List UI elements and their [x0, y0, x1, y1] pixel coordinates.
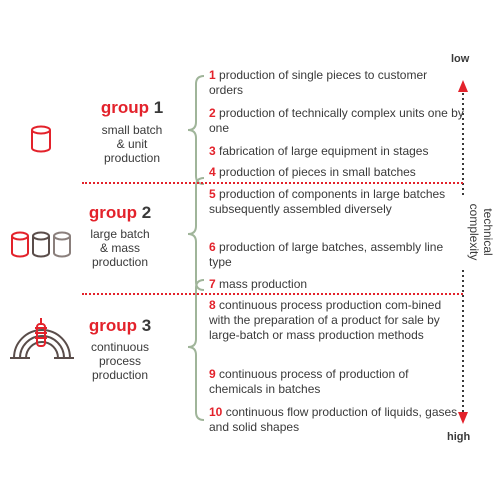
group-2-desc: large batch & mass production	[90, 227, 150, 269]
group-1-label: group	[100, 98, 149, 117]
separator-1-2	[82, 182, 463, 184]
item-text: mass production	[215, 277, 308, 291]
item-number: 8	[209, 298, 216, 312]
list-item-8: 8 continuous process production com-bine…	[209, 298, 464, 343]
group-2: group 2 large batch & mass production	[70, 203, 170, 269]
pipe-icon	[10, 318, 74, 359]
group-2-title: group 2	[70, 203, 170, 223]
brace-group-2	[187, 177, 205, 291]
list-item-9: 9 continuous process of production of ch…	[209, 367, 464, 397]
item-text: fabrication of large equipment in stages	[215, 144, 429, 158]
arrow-down-icon	[458, 412, 468, 424]
list-item-10: 10 continuous flow production of liquids…	[209, 405, 464, 435]
group-3-title: group 3	[70, 316, 170, 336]
item-number: 10	[209, 405, 223, 419]
brace-group-1	[187, 75, 205, 185]
axis-high-label: high	[447, 431, 471, 443]
item-text: production of components in large batche…	[209, 187, 446, 216]
cylinder-icon	[31, 125, 51, 153]
group-1-number: 1	[153, 98, 164, 117]
item-number: 9	[209, 367, 216, 381]
item-text: production of large batches, assembly li…	[209, 240, 444, 269]
group-2-label: group	[88, 203, 137, 222]
item-number: 6	[209, 240, 216, 254]
axis-title: technical complexity	[467, 203, 495, 261]
separator-2-3	[82, 293, 463, 295]
list-item-3: 3 fabrication of large equipment in stag…	[209, 144, 464, 159]
item-text: continuous process production com-bined …	[209, 298, 442, 342]
list-item-2: 2 production of technically complex unit…	[209, 106, 464, 136]
item-text: production of pieces in small batches	[215, 165, 416, 179]
brace-group-3	[187, 279, 205, 421]
group-1: group 1 small batch & unit production	[82, 98, 182, 165]
group-1-desc: small batch & unit production	[101, 123, 163, 165]
item-number: 2	[209, 106, 216, 120]
item-text: continuous process of production of chem…	[209, 367, 409, 396]
group-3-desc: continuous process production	[90, 340, 150, 382]
item-number: 4	[209, 165, 216, 179]
cylinders-icon	[11, 231, 71, 258]
list-item-7: 7 mass production	[209, 277, 464, 292]
item-number: 3	[209, 144, 216, 158]
group-3-number: 3	[141, 316, 152, 335]
list-item-1: 1 production of single pieces to custome…	[209, 68, 464, 98]
item-text: continuous flow production of liquids, g…	[209, 405, 458, 434]
item-number: 5	[209, 187, 216, 201]
group-2-number: 2	[141, 203, 152, 222]
list-item-4: 4 production of pieces in small batches	[209, 165, 464, 180]
axis-low-label: low	[451, 53, 470, 65]
item-number: 1	[209, 68, 216, 82]
item-text: production of single pieces to customer …	[209, 68, 428, 97]
list-item-6: 6 production of large batches, assembly …	[209, 240, 464, 270]
group-3-label: group	[88, 316, 137, 335]
item-number: 7	[209, 277, 216, 291]
arrow-up-icon	[458, 80, 468, 92]
group-3: group 3 continuous process production	[70, 316, 170, 382]
list-item-5: 5 production of components in large batc…	[209, 187, 464, 217]
item-text: production of technically complex units …	[209, 106, 464, 135]
group-1-title: group 1	[82, 98, 182, 118]
